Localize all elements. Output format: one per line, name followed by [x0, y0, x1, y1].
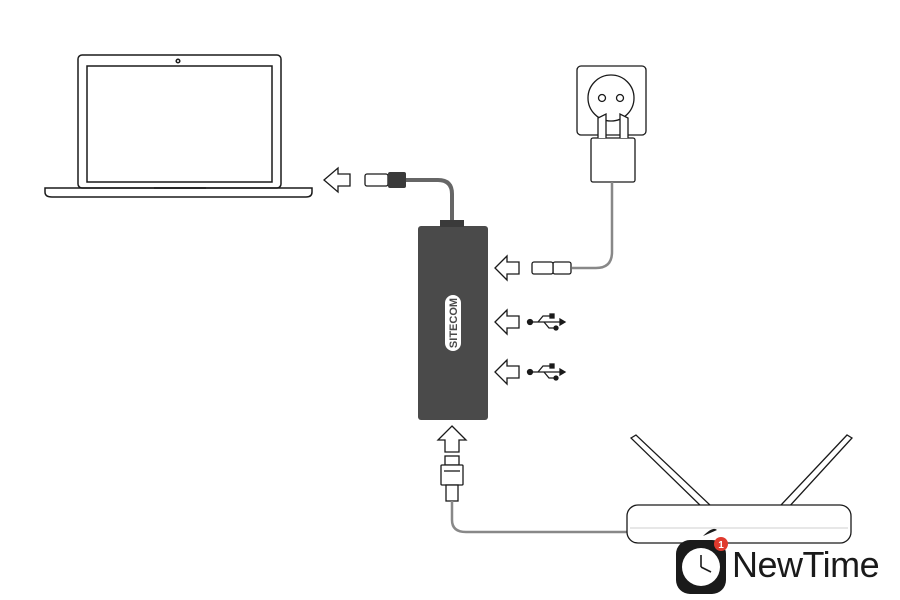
- wall-socket-icon: [576, 65, 647, 136]
- arrow-to-laptop-icon: [323, 166, 351, 194]
- power-adapter-icon: [590, 112, 636, 183]
- usb-c-power-plug-icon: [531, 261, 572, 275]
- hub-brand-label: SITECOM: [448, 298, 460, 348]
- ethernet-cable: [450, 501, 636, 534]
- router-icon: [626, 434, 854, 544]
- arrow-usb2-icon: [494, 358, 520, 386]
- power-cable: [572, 182, 614, 270]
- arrow-power-in-icon: [494, 254, 520, 282]
- watermark-name: NewTime: [732, 544, 880, 585]
- usb-symbol-icon: [526, 313, 567, 331]
- laptop-icon: [44, 54, 313, 198]
- usb-c-uplink-cable: [364, 172, 454, 226]
- arrow-ethernet-in-icon: [436, 425, 468, 453]
- badge-count: 1: [718, 540, 724, 551]
- arrow-usb1-icon: [494, 308, 520, 336]
- notification-badge: [714, 537, 728, 551]
- newtime-logo: 1: [676, 528, 728, 594]
- newtime-watermark: NewTime: [668, 536, 898, 596]
- usb-symbol-icon: [526, 363, 567, 381]
- ethernet-plug-icon: [440, 455, 464, 502]
- usb-hub: SITECOM: [418, 220, 488, 420]
